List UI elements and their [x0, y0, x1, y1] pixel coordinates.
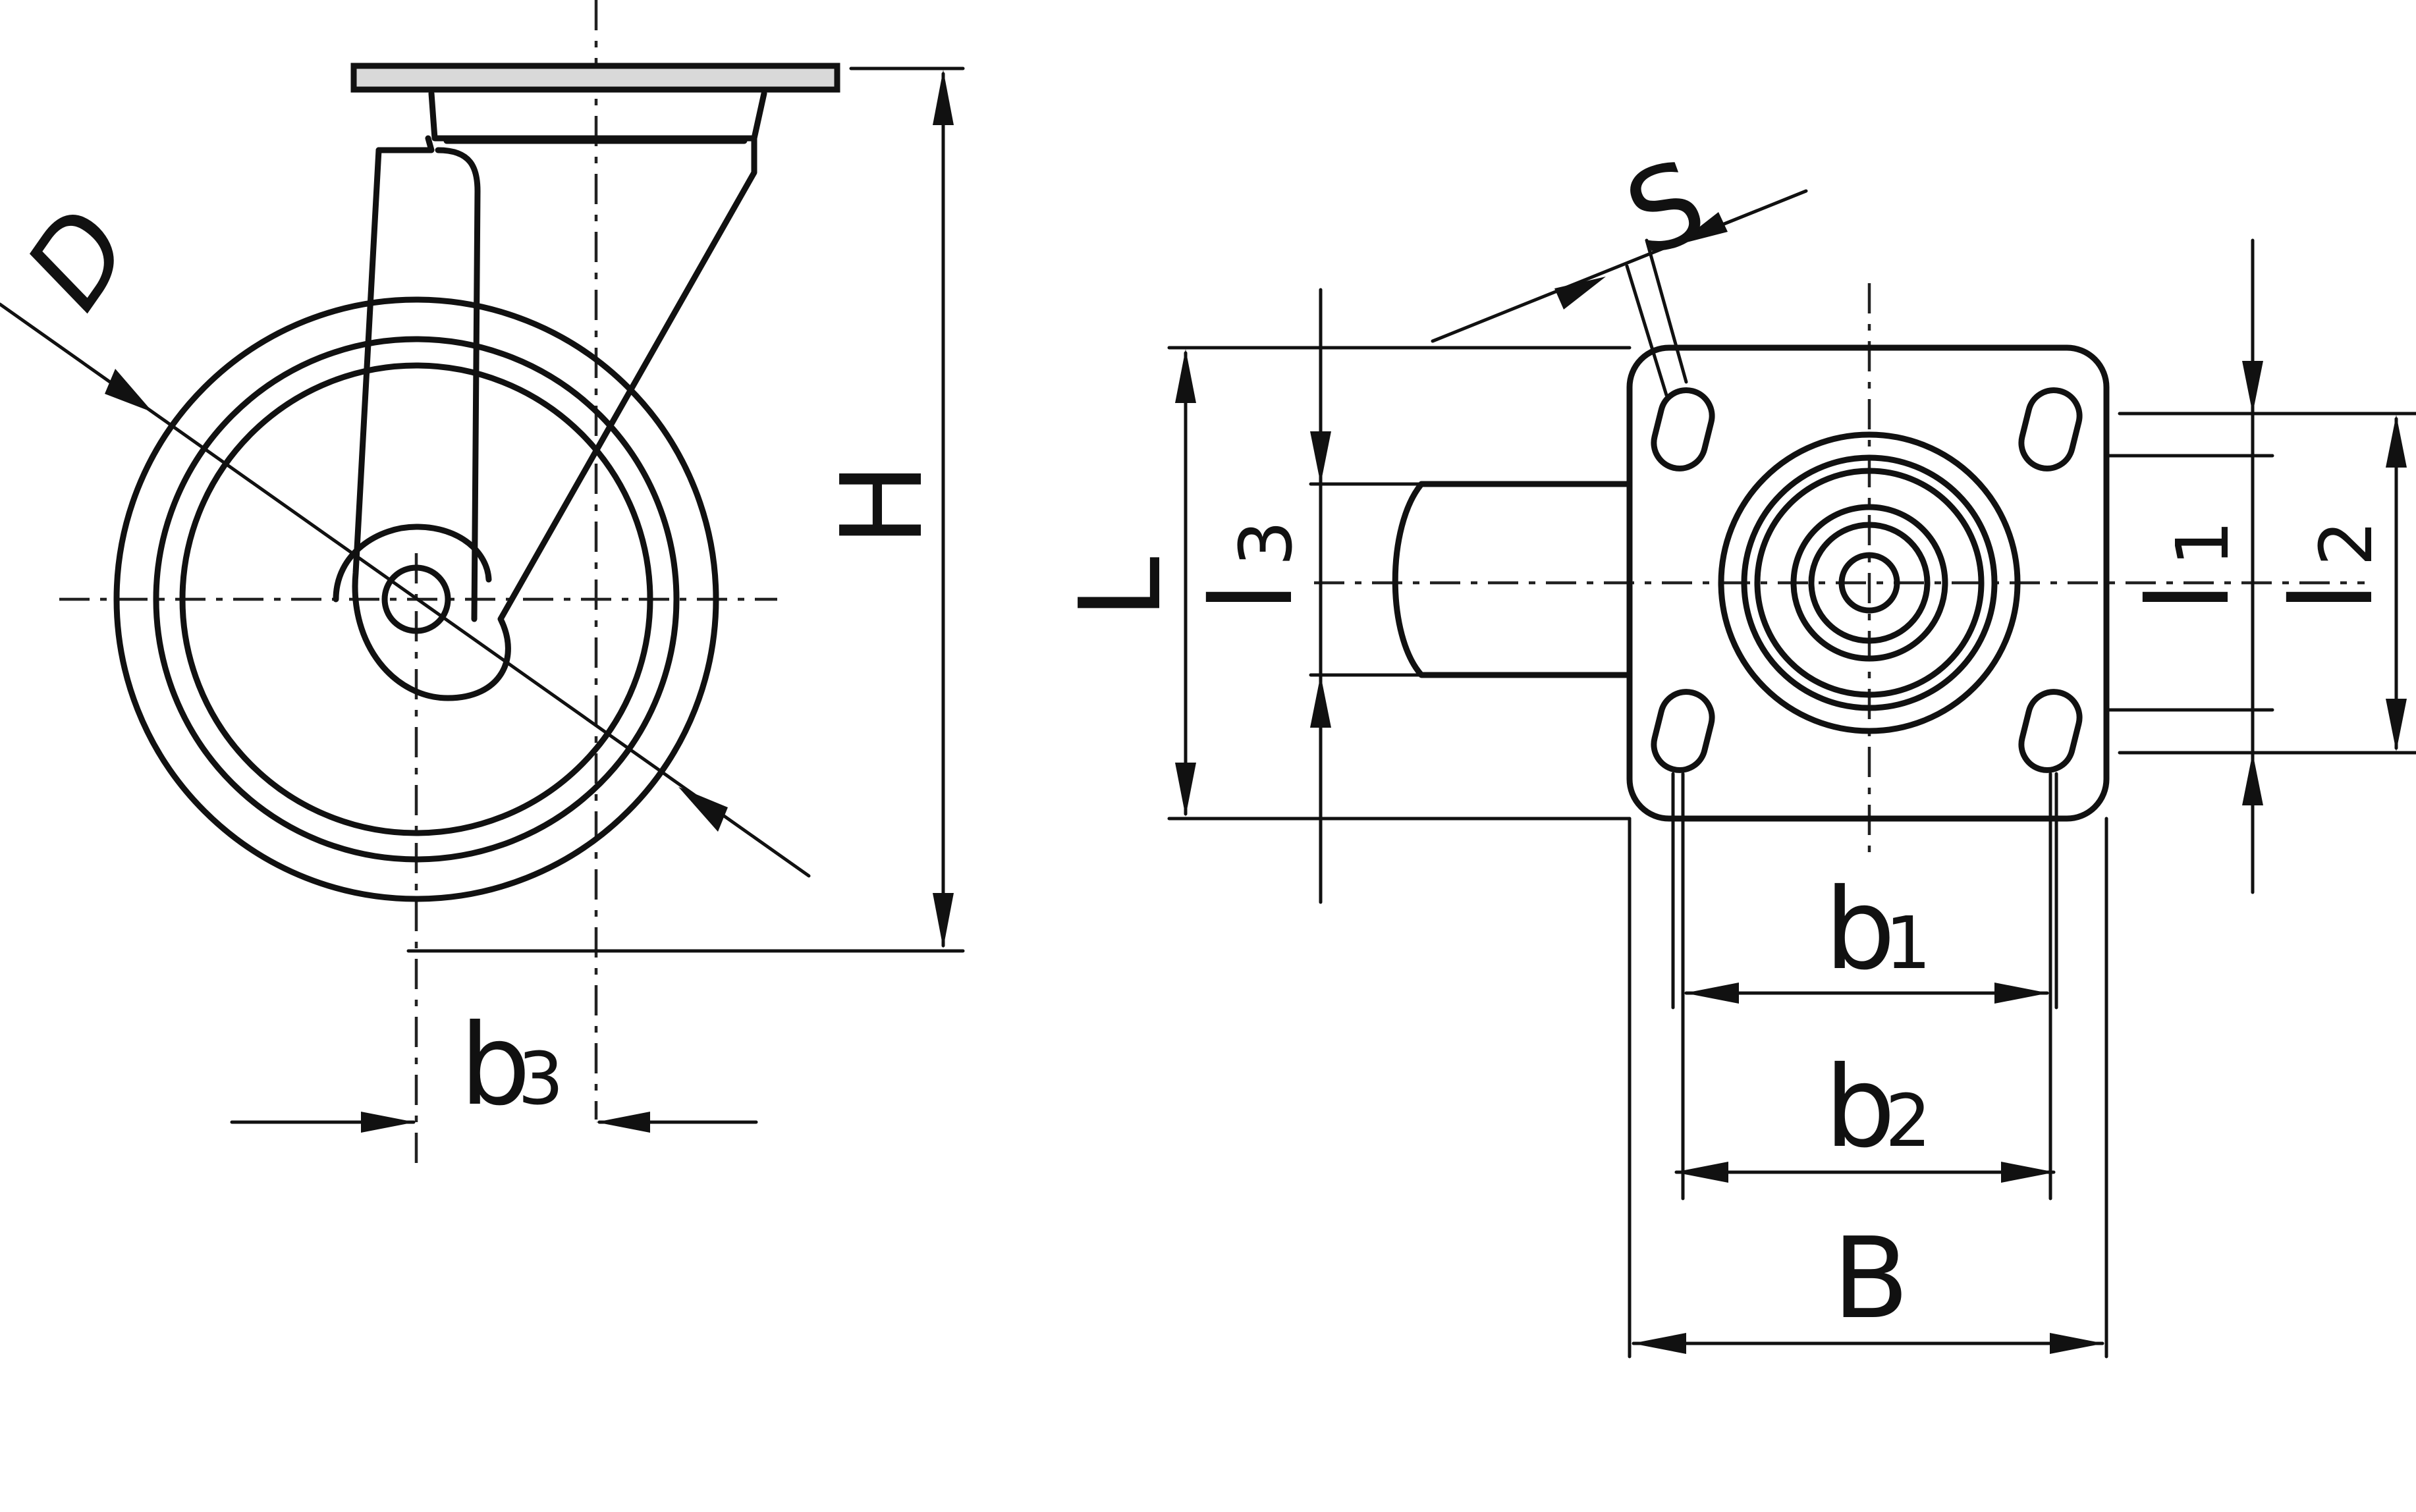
- dimension-b-arrow-left: [1632, 1333, 1686, 1354]
- dimension-b3-label: b: [460, 1000, 531, 1131]
- kingpin-hole: [1838, 552, 1900, 614]
- dimension-l2-index: 2: [2304, 520, 2388, 566]
- side-view: D H b 3: [0, 0, 965, 1172]
- mounting-slot-bottom-left: [1651, 689, 1715, 773]
- wheel-axle-hole: [381, 564, 451, 634]
- dimension-l-arrow-bottom: [1175, 763, 1196, 817]
- wheel-rim: [179, 362, 653, 836]
- dimension-s-arrow-lower: [1554, 277, 1606, 310]
- dimension-l: L: [1056, 349, 1196, 817]
- swivel-head: [428, 90, 767, 142]
- bearing-ring-outer: [1718, 431, 2021, 734]
- dimension-l1: l 1: [2124, 238, 2263, 894]
- dimension-b-arrow-right: [2050, 1333, 2104, 1354]
- dimension-l1-label: l: [2124, 581, 2255, 612]
- wheel-tread-inner: [153, 336, 680, 863]
- dimension-l2-arrow-bottom: [2386, 699, 2407, 751]
- dimension-b3: b 3: [230, 1000, 758, 1133]
- dimension-b2-index: 2: [1885, 1079, 1931, 1163]
- wheel: [113, 296, 719, 902]
- dimension-b2-arrow-left: [1674, 1162, 1728, 1183]
- dimension-b3-arrow-left: [361, 1112, 415, 1133]
- dimension-h: H: [406, 67, 965, 953]
- dimension-h-arrow-bottom: [933, 893, 954, 948]
- dimension-l1-arrow-bottom: [2242, 753, 2263, 805]
- dimension-b2-arrow-right: [2001, 1162, 2055, 1183]
- mounting-slot-top-right: [2018, 387, 2083, 472]
- top-mounting-plate: [350, 63, 840, 93]
- bearing-ring-3: [1754, 468, 1985, 698]
- axle-boss: [333, 524, 492, 603]
- dimension-b: B: [1632, 1214, 2104, 1354]
- dimension-s-arrow-upper: [1676, 212, 1728, 245]
- dimension-b2: b 2: [1674, 1042, 2056, 1183]
- dimension-b1: b 1: [1684, 865, 2049, 1004]
- dimension-s-label: S: [1610, 136, 1721, 283]
- dimension-d-arrow-upper: [105, 369, 153, 412]
- mounting-slots: [1651, 387, 2083, 773]
- fork-leg-body: [352, 135, 757, 701]
- dimension-d-arrow-lower: [678, 787, 728, 832]
- bearing-ring-4: [1790, 504, 1948, 662]
- dimension-l3-arrow-bottom: [1310, 675, 1331, 728]
- mounting-slot-top-left: [1651, 387, 1715, 472]
- fork-housing: [333, 63, 840, 701]
- dimension-h-arrow-top: [933, 70, 954, 125]
- dimension-l1-arrow-top: [2242, 361, 2263, 414]
- fork-leg-inner: [435, 147, 481, 622]
- dimension-s-extension-2: [1645, 238, 1688, 384]
- wheel-top-view: [1392, 481, 1633, 678]
- dimension-d: D: [0, 186, 811, 878]
- bearing-ring-5: [1808, 522, 1931, 644]
- dimension-h-label: H: [817, 462, 948, 547]
- top-view: S L l 3 l 1 l: [1056, 136, 2416, 1359]
- mounting-slot-bottom-right: [2018, 689, 2083, 773]
- dimension-l2: l 2: [2268, 415, 2407, 751]
- swivel-bearing: [1718, 431, 2021, 734]
- bearing-ring-2: [1741, 454, 1998, 711]
- dimension-s: S: [1431, 136, 1808, 397]
- wheel-outer-tread: [113, 296, 719, 902]
- dimension-l3-arrow-top: [1310, 431, 1331, 484]
- dimension-b2-label: b: [1825, 1042, 1896, 1173]
- dimension-d-label: D: [1, 186, 157, 332]
- mounting-plate-outline: [1626, 344, 2110, 822]
- dimension-b1-index: 1: [1885, 901, 1931, 985]
- dimension-s-line: [1431, 189, 1808, 343]
- dimension-l-label: L: [1056, 556, 1186, 619]
- dimension-l2-arrow-top: [2386, 415, 2407, 468]
- dimension-b1-arrow-right: [1994, 983, 2048, 1004]
- dimension-l1-index: 1: [2160, 520, 2245, 566]
- dimension-b-label: B: [1832, 1214, 1909, 1344]
- dimension-b3-arrow-right: [596, 1112, 650, 1133]
- dimension-b3-index: 3: [518, 1037, 564, 1121]
- fork-leg-front: [375, 135, 435, 153]
- dimension-l2-label: l: [2268, 581, 2398, 612]
- dimension-l3: l 3: [1188, 288, 1331, 904]
- dimension-l3-label: l: [1188, 581, 1318, 612]
- dimension-b1-label: b: [1825, 865, 1896, 995]
- dimension-b1-arrow-left: [1685, 983, 1739, 1004]
- dimension-l3-index: 3: [1224, 520, 1308, 566]
- dimension-l-arrow-top: [1175, 349, 1196, 403]
- dimension-s-extension-1: [1625, 264, 1668, 397]
